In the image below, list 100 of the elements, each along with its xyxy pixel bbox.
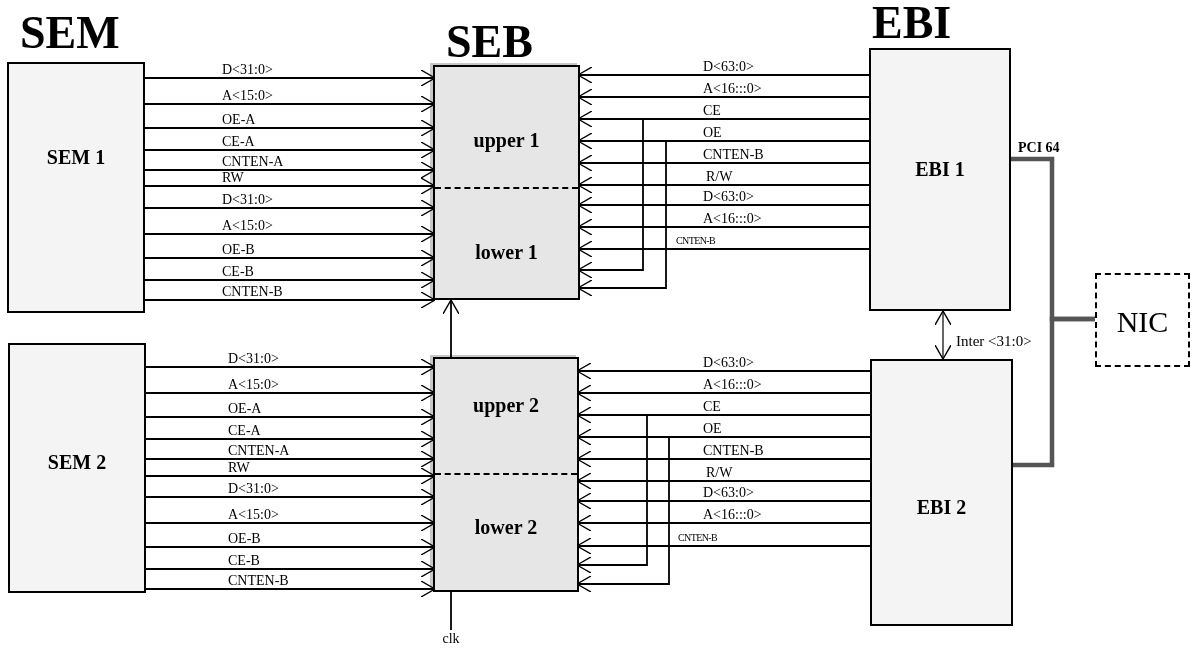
edge-label: CE xyxy=(703,104,721,117)
edge-label: CNTEN-A xyxy=(228,444,290,457)
arrow xyxy=(577,176,870,194)
arrow xyxy=(576,514,871,532)
arrow xyxy=(144,119,436,137)
edge-label: D<63:0> xyxy=(703,486,754,499)
arrow xyxy=(145,467,436,485)
edge-label: A<16:::0> xyxy=(703,378,762,391)
arrow xyxy=(144,199,436,217)
edge-label: CE xyxy=(703,400,721,413)
block-label: upper 2 xyxy=(473,394,539,416)
module-box xyxy=(870,359,1013,626)
edge-label: CNTEN-B xyxy=(222,285,283,298)
arrow xyxy=(576,537,871,555)
edge-label: CE-B xyxy=(228,554,260,567)
edge-label: A<16:::0> xyxy=(703,212,762,225)
block-label: SEM 2 xyxy=(47,451,107,473)
arrow xyxy=(577,240,870,258)
module-box xyxy=(7,62,145,313)
arrow xyxy=(144,141,436,159)
arrow xyxy=(144,161,436,179)
edge-label: OE-B xyxy=(222,243,255,256)
module-box xyxy=(869,48,1011,311)
connector-line xyxy=(450,591,452,631)
arrow xyxy=(145,560,436,578)
edge-label: D<31:0> xyxy=(228,482,279,495)
edge-label: A<16:::0> xyxy=(703,82,762,95)
arrow xyxy=(144,291,436,309)
edge-label: CNTEN-B xyxy=(703,444,764,457)
arrow xyxy=(577,154,870,172)
edge-label: D<31:0> xyxy=(222,63,273,76)
arrow xyxy=(577,88,870,106)
arrow xyxy=(144,69,436,87)
edge-label: A<15:0> xyxy=(228,378,279,391)
edge-label: RW xyxy=(222,171,244,184)
block-label: upper 1 xyxy=(473,129,540,151)
arrow xyxy=(576,472,871,490)
block-label: EBI 1 xyxy=(915,158,965,180)
edge-label: CE-B xyxy=(222,265,254,278)
edge-label: A<16:::0> xyxy=(703,508,762,521)
arrow xyxy=(145,514,436,532)
column-heading: SEM xyxy=(20,10,120,56)
arrow xyxy=(934,310,952,360)
block-label: lower 1 xyxy=(475,241,538,263)
edge-label: CNTEN-B xyxy=(676,234,716,247)
edge-label: CNTEN-B xyxy=(703,148,764,161)
connector-line xyxy=(1013,316,1095,468)
arrow xyxy=(145,430,436,448)
arrow xyxy=(576,362,871,380)
arrow xyxy=(145,384,436,402)
edge-label: A<15:0> xyxy=(228,508,279,521)
bridge-box xyxy=(433,65,580,300)
edge-label: CE-A xyxy=(222,135,255,148)
edge-label: D<63:0> xyxy=(703,60,754,73)
signal-label: clk xyxy=(442,631,460,647)
arrow xyxy=(145,408,436,426)
edge-label: OE xyxy=(703,422,722,435)
dashed-box xyxy=(1095,273,1190,367)
column-heading: EBI xyxy=(872,0,952,46)
block-label: EBI 2 xyxy=(916,496,967,518)
edge-label: D<63:0> xyxy=(703,190,754,203)
edge-label: D<63:0> xyxy=(703,356,754,369)
arrow xyxy=(145,450,436,468)
edge-label: D<31:0> xyxy=(222,193,273,206)
edge-label: CE-A xyxy=(228,424,261,437)
edge-label: D<31:0> xyxy=(228,352,279,365)
arrow xyxy=(576,492,871,510)
arrow xyxy=(145,488,436,506)
block-label: lower 2 xyxy=(474,516,538,538)
arrow xyxy=(145,580,436,598)
arrow xyxy=(144,95,436,113)
arrow xyxy=(442,299,460,358)
edge-label: RW xyxy=(228,461,250,474)
edge-label: R/W xyxy=(706,170,733,183)
arrow xyxy=(144,271,436,289)
edge-label: CNTEN-A xyxy=(222,155,284,168)
arrow xyxy=(145,538,436,556)
bridge-box xyxy=(433,357,579,592)
arrow xyxy=(144,177,436,195)
column-heading: SEB xyxy=(446,19,533,65)
arrow xyxy=(576,384,871,402)
arrow xyxy=(144,225,436,243)
arrow xyxy=(577,218,870,236)
module-box xyxy=(8,343,146,593)
edge-label: A<15:0> xyxy=(222,89,273,102)
edge-label: CNTEN-B xyxy=(228,574,289,587)
edge-label: OE xyxy=(703,126,722,139)
edge-label: OE-A xyxy=(228,402,262,415)
block-label: NIC xyxy=(1116,307,1169,337)
edge-label: R/W xyxy=(706,466,733,479)
edge-label: OE-A xyxy=(222,113,256,126)
arrow xyxy=(145,358,436,376)
edge-label: OE-B xyxy=(228,532,261,545)
arrow xyxy=(576,450,871,468)
edge-label: CNTEN-B xyxy=(678,531,718,544)
arrow xyxy=(577,66,870,84)
block-label: SEM 1 xyxy=(46,146,106,168)
arrow xyxy=(144,249,436,267)
edge-label: A<15:0> xyxy=(222,219,273,232)
arrow xyxy=(577,196,870,214)
